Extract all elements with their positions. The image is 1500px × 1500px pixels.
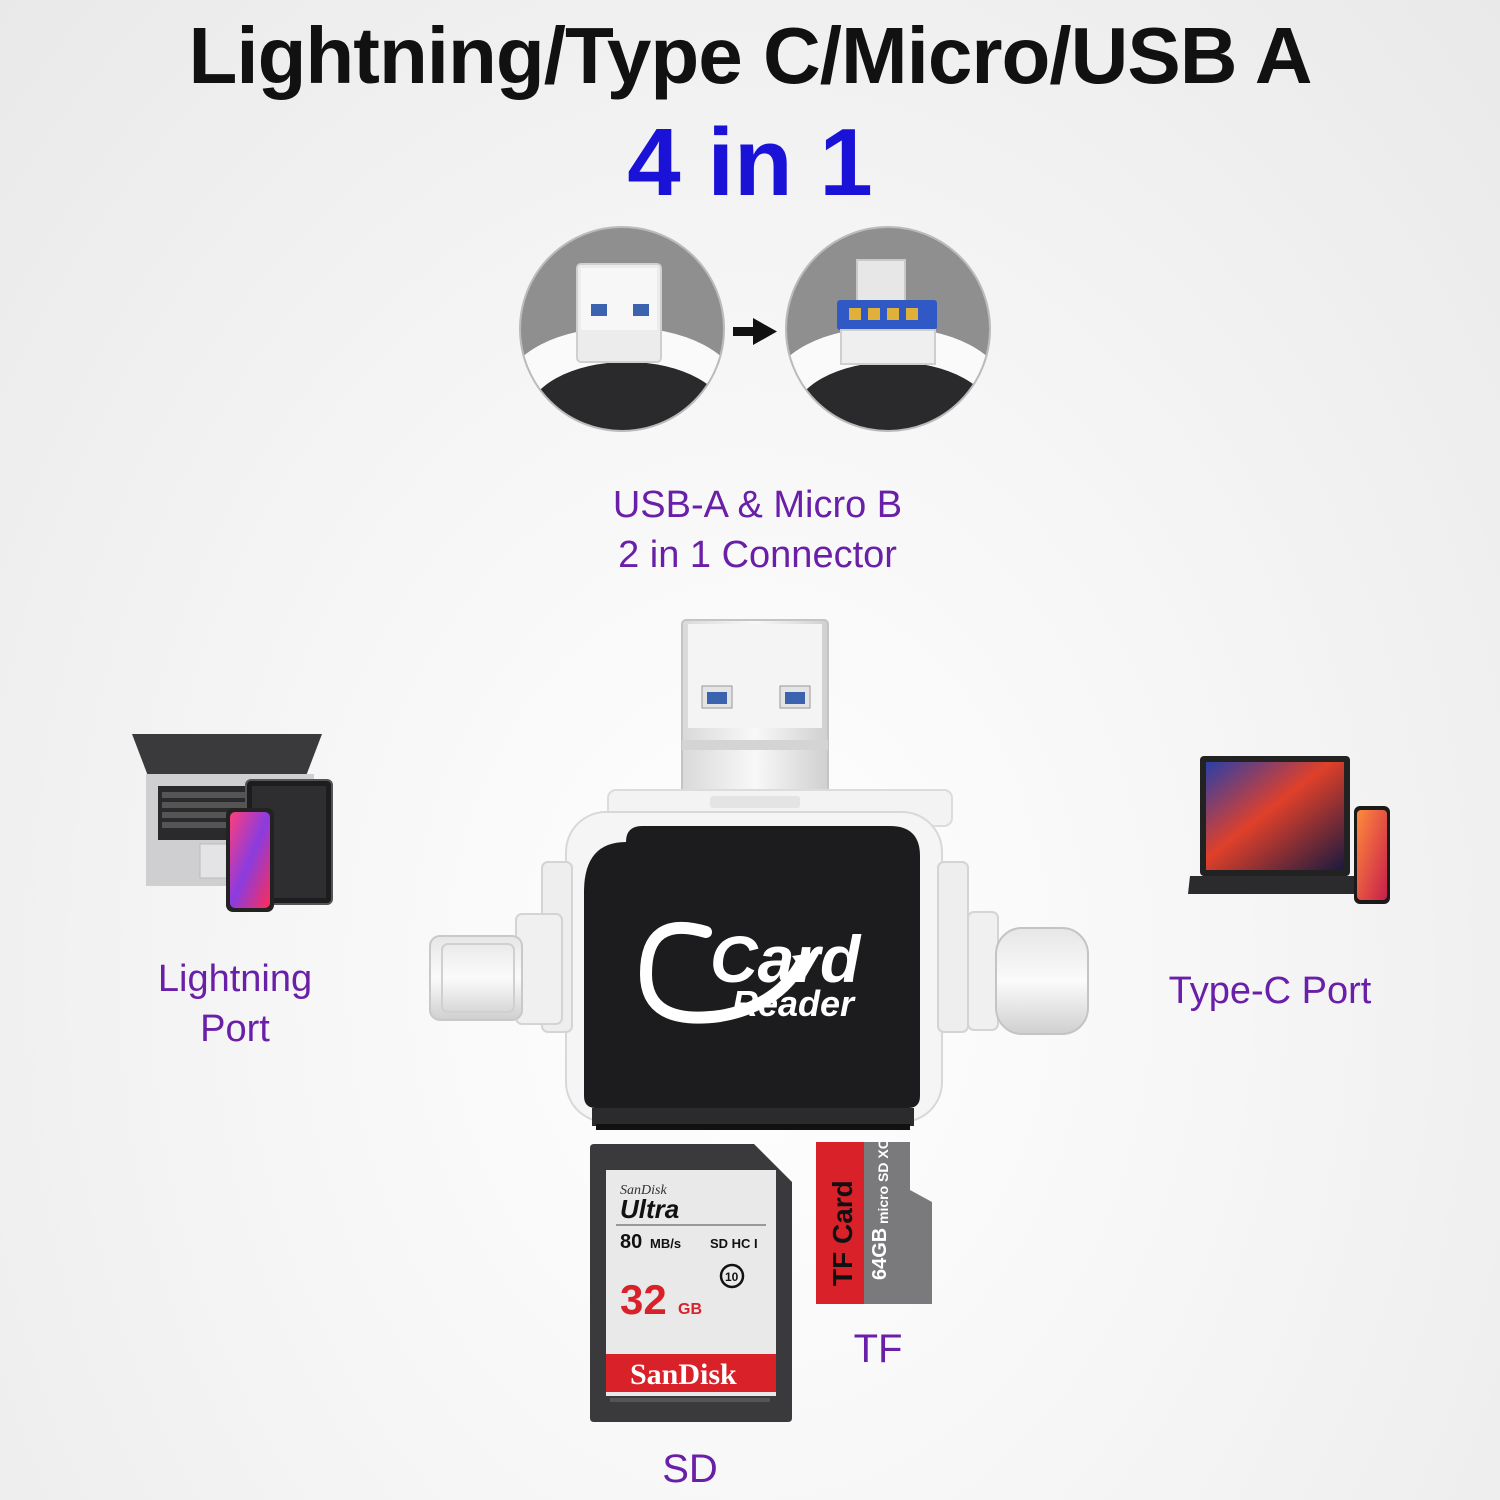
sd-format: SD HC I (710, 1236, 758, 1251)
tf-label: TF (853, 1327, 903, 1371)
logo-reader-text: Reader (732, 983, 856, 1024)
lightning-caption-line1: Lightning (157, 958, 313, 1000)
connector-caption: USB-A & Micro B 2 in 1 Connector (500, 480, 1015, 580)
sd-speed: 80 (620, 1231, 642, 1253)
usb-a-plug-icon (681, 619, 829, 793)
page-subtitle: 4 in 1 (627, 109, 873, 216)
lightning-port-caption: Lightning Port (100, 954, 370, 1054)
sd-model: Ultra (620, 1194, 679, 1224)
tf-capacity: 64GB (869, 1228, 891, 1280)
connector-caption-line2: 2 in 1 Connector (618, 534, 897, 576)
sd-speed-unit: MB/s (650, 1236, 681, 1251)
laptop-tablet-phone-icon (132, 734, 333, 912)
sd-capacity: 32 (620, 1276, 667, 1323)
card-reader-device: Card Reader (429, 619, 1089, 1130)
micro-b-closeup-icon (786, 227, 990, 431)
tf-card: TF Card micro SD XC I 64GB (816, 1140, 932, 1304)
tf-format: micro SD XC I (875, 1140, 891, 1224)
tf-stripe-text: TF Card (827, 1180, 858, 1286)
typec-plug-icon (967, 911, 1089, 1035)
sd-capacity-unit: GB (678, 1301, 702, 1318)
sd-class: 10 (725, 1270, 739, 1284)
sd-label: SD (662, 1447, 718, 1491)
connector-caption-line1: USB-A & Micro B (612, 484, 903, 526)
arrow-right-icon (733, 318, 777, 345)
sd-card: SanDisk Ultra 80 MB/s SD HC I 10 32 GB S… (590, 1144, 792, 1422)
sd-brand-small: SanDisk (620, 1183, 667, 1198)
usb-a-closeup-icon (520, 227, 724, 431)
connector-comparison (519, 226, 991, 432)
sd-brand: SanDisk (630, 1358, 737, 1391)
logo-card-text: Card (710, 922, 862, 996)
typec-port-caption: Type-C Port (1168, 970, 1372, 1012)
lightning-caption-line2: Port (200, 1008, 270, 1050)
laptop-phone-icon (1188, 756, 1390, 904)
page-title: Lightning/Type C/Micro/USB A (188, 11, 1312, 100)
lightning-plug-icon (429, 913, 563, 1025)
